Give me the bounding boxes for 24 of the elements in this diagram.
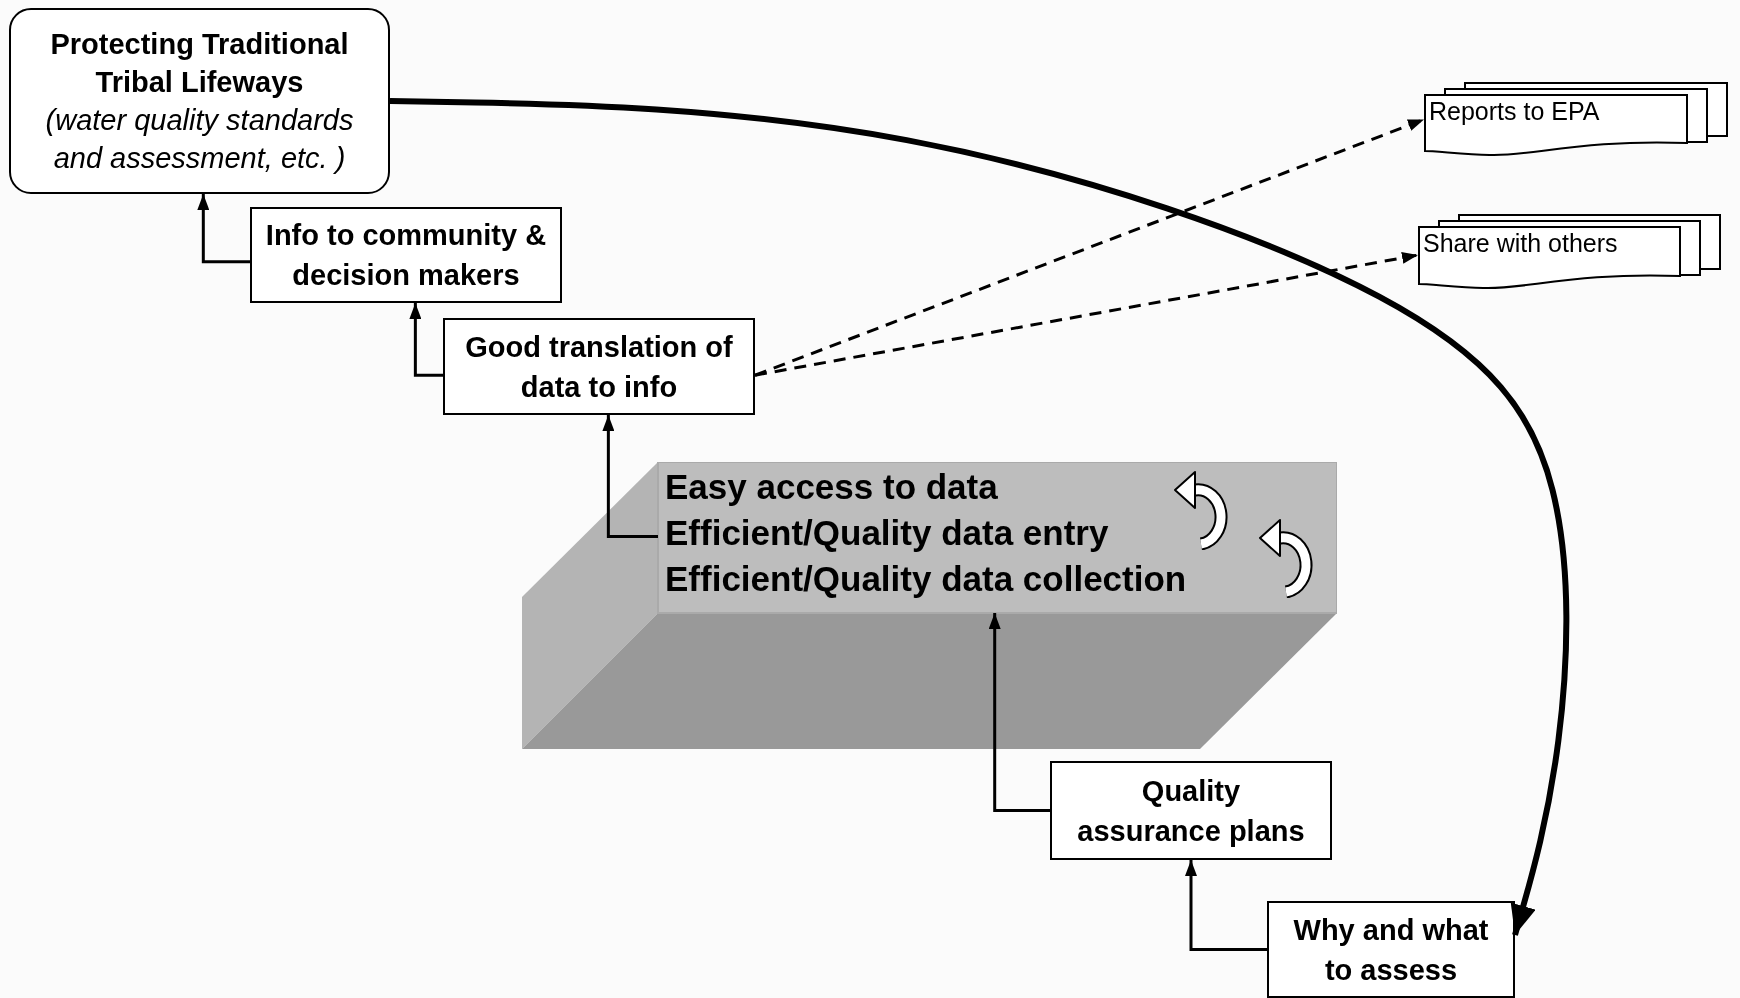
slab-label: Efficient/Quality data entry	[665, 512, 1109, 554]
arrow	[409, 303, 443, 377]
box-label: Why and what to assess	[1292, 912, 1490, 988]
box-label: Quality assurance plans	[1076, 773, 1306, 849]
arrow	[1185, 860, 1267, 951]
note-text: (water quality standards and assessment, etc. )	[44, 103, 355, 176]
slab-label: Easy access to data	[665, 466, 998, 508]
document-label: Share with others	[1423, 228, 1618, 258]
box-label: Good translation of data to info	[464, 329, 734, 405]
box-label: Protecting Traditional Tribal Lifeways	[49, 27, 350, 100]
dashed-arrow	[754, 252, 1419, 377]
arrow	[602, 415, 658, 539]
process-box	[250, 207, 562, 303]
dashed-arrow	[754, 118, 1425, 377]
process-box	[1050, 761, 1332, 860]
box-label: Info to community & decision makers	[264, 218, 548, 293]
arrow	[197, 194, 250, 264]
document-label: Reports to EPA	[1429, 96, 1600, 126]
slab-label: Efficient/Quality data collection	[665, 558, 1187, 600]
arrow	[988, 613, 1050, 812]
process-box	[443, 318, 755, 415]
rounded-box	[9, 8, 390, 194]
process-box	[1267, 901, 1515, 998]
thick-curved-arrow	[389, 98, 1570, 936]
